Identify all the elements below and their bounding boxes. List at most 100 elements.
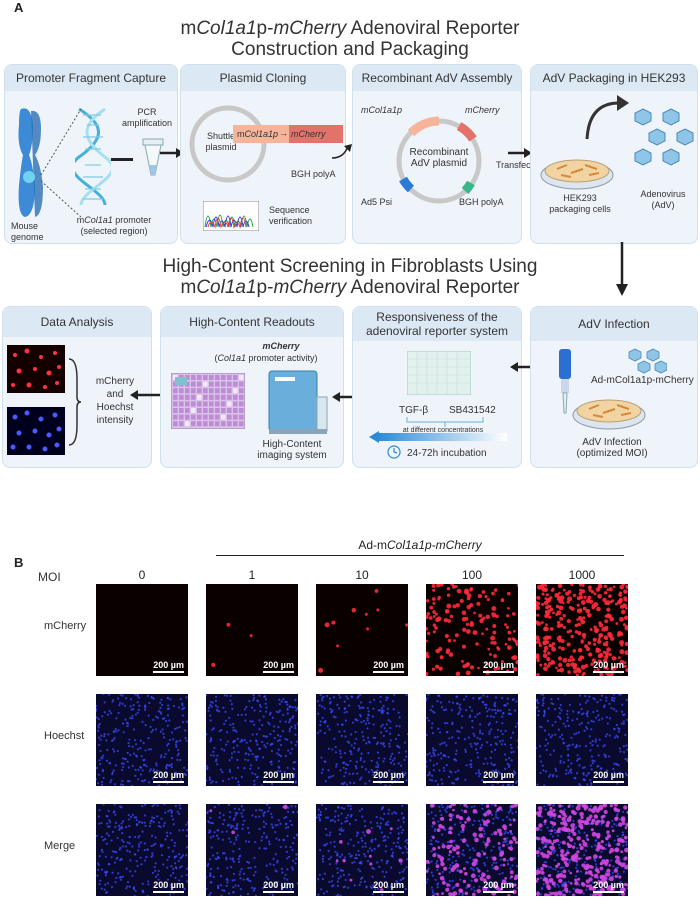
plate-well <box>209 381 214 387</box>
arrow-3-4 <box>508 148 532 158</box>
plate-well <box>239 421 244 427</box>
pcr-tube-icon <box>142 138 164 176</box>
plate-well <box>221 388 226 394</box>
plate-well <box>233 408 238 413</box>
plate-well <box>221 375 226 380</box>
moi-value: 10 <box>355 568 369 582</box>
scale-bar-label: 200 µm <box>593 880 624 890</box>
pipette-icon <box>559 349 571 414</box>
plate-well <box>191 414 196 420</box>
plate-well <box>191 401 196 407</box>
micrograph-cells <box>318 589 408 673</box>
row-label-hoechst: Hoechst <box>44 730 85 742</box>
plate-well <box>227 375 232 380</box>
sequence-verification-label: Sequence verification <box>269 205 313 226</box>
arrow-2-3 <box>332 144 352 159</box>
mcherry-segment <box>289 125 343 143</box>
plate-well <box>173 421 178 427</box>
plate-well <box>209 394 214 400</box>
micrograph-mcherry-moi-0: 200 µm <box>96 584 188 676</box>
petri-dish-icon <box>540 159 614 190</box>
bracket-bottom-icon <box>406 417 484 427</box>
plate-well <box>179 421 184 427</box>
plate-well <box>215 388 220 394</box>
plate-well <box>197 394 202 400</box>
intensity-label: mCherry and Hoechst intensity <box>95 376 135 426</box>
moi-value: 100 <box>461 568 483 582</box>
scale-bar: 200 µm <box>593 660 624 673</box>
clock-icon <box>387 445 401 459</box>
plate-well <box>221 421 226 427</box>
hek293-label: HEK293 packaging cells <box>549 193 611 214</box>
micrograph-merge-moi-1: 200 µm <box>206 804 298 896</box>
row-label-mcherry: mCherry <box>44 620 87 632</box>
plate-well <box>227 394 232 400</box>
infection-moi-label: AdV Infection (optimized MOI) <box>576 437 648 459</box>
infection-dish-icon <box>572 399 646 430</box>
readouts-box: High-Content Readouts mCherry (Col1a1 pr… <box>160 306 344 468</box>
scale-bar: 200 µm <box>263 880 294 893</box>
micrograph-hoechst-moi-1000: 200 µm <box>536 694 628 786</box>
chromosome-icon <box>18 108 43 217</box>
tgf-label: TGF-β <box>399 405 429 416</box>
plate-well <box>221 381 226 387</box>
scale-bar-line <box>263 671 294 673</box>
plate-well <box>185 394 190 400</box>
shuttle-plasmid-label: Shuttle plasmid <box>205 131 237 152</box>
recombinant-mcol-label: mCol1a1p <box>361 105 403 115</box>
plate-well <box>185 408 190 413</box>
insert-right-label: mCherry <box>291 129 326 139</box>
scale-bar-line <box>593 671 624 673</box>
micrograph-cells <box>211 622 253 667</box>
scale-bar-line <box>483 891 514 893</box>
readouts-mcherry: mCherry <box>262 341 300 351</box>
micrograph-hoechst-moi-0: 200 µm <box>96 694 188 786</box>
plate-well <box>215 381 220 387</box>
plate-well <box>215 421 220 427</box>
panel-b-letter: B <box>14 555 24 570</box>
scale-bar: 200 µm <box>593 770 624 783</box>
micrograph-cells <box>426 584 518 676</box>
dna-helix-icon <box>75 107 111 206</box>
infection-title: AdV Infection <box>531 307 697 341</box>
scale-bar-line <box>153 671 184 673</box>
plate-well <box>233 375 238 380</box>
data-analysis-box: Data Analysis mCherry and Hoechst intens… <box>2 306 152 468</box>
plate-well <box>197 375 202 380</box>
plate-well <box>179 408 184 413</box>
plate-well <box>197 421 202 427</box>
row-label-merge: Merge <box>44 840 76 852</box>
plate-well <box>227 421 232 427</box>
plate-well <box>173 408 178 413</box>
adenovirus-label: Adenovirus (AdV) <box>640 189 686 210</box>
well-plate-icon <box>171 373 245 429</box>
plate-well <box>233 388 238 394</box>
scale-bar-line <box>373 781 404 783</box>
micrograph-mcherry-moi-1: 200 µm <box>206 584 298 676</box>
ad5-psi-label: Ad5 Psi <box>361 197 393 207</box>
adenovirus-icon <box>634 108 694 166</box>
plate-well <box>203 408 208 413</box>
scale-bar-label: 200 µm <box>263 880 294 890</box>
plate-well <box>179 401 184 407</box>
group-line <box>216 555 624 556</box>
moi-label: MOI <box>38 570 61 584</box>
assay-plate-icon <box>407 351 471 395</box>
curved-arrow-icon <box>585 95 629 140</box>
scale-bar: 200 µm <box>593 880 624 893</box>
plate-well <box>179 414 184 420</box>
shuttle-plasmid-icon <box>189 105 267 183</box>
packaging-box: AdV Packaging in HEK293 HEK293 packaging… <box>530 64 698 244</box>
bgh-polya-label: BGH polyA <box>291 169 336 179</box>
plate-well <box>179 388 184 394</box>
plate-well <box>185 401 190 407</box>
scale-bar: 200 µm <box>373 660 404 673</box>
scale-bar-line <box>153 781 184 783</box>
scale-bar-line <box>483 781 514 783</box>
moi-value: 1 <box>248 568 256 582</box>
scale-bar: 200 µm <box>483 880 514 893</box>
gradient-arrow <box>377 433 507 441</box>
micrograph-cells <box>536 804 628 896</box>
scale-bar-line <box>373 891 404 893</box>
